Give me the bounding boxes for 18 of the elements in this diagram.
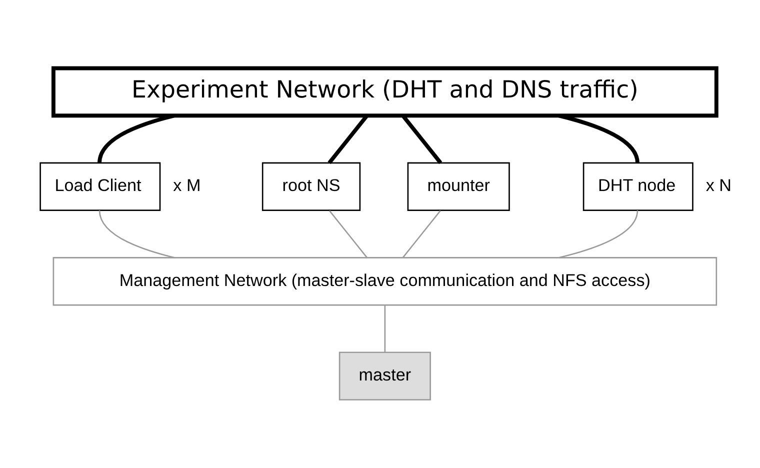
node-box: root NS <box>262 162 361 211</box>
connector <box>98 114 175 164</box>
node-box: Experiment Network (DHT and DNS traffic) <box>51 66 718 118</box>
connector <box>384 305 386 352</box>
connector <box>402 114 442 164</box>
connector <box>558 114 640 164</box>
node-box: master <box>338 352 431 400</box>
node-label: x M <box>173 176 201 196</box>
node-box: mounter <box>407 162 510 211</box>
connector <box>558 210 638 258</box>
node-box: Load Client <box>40 162 161 211</box>
connector <box>328 210 368 258</box>
connector <box>402 210 441 258</box>
connector <box>98 210 175 258</box>
node-label: x N <box>706 176 732 196</box>
node-box: Management Network (master-slave communication and NFS access) <box>52 257 718 306</box>
connector <box>328 114 368 164</box>
node-box: DHT node <box>582 162 694 211</box>
